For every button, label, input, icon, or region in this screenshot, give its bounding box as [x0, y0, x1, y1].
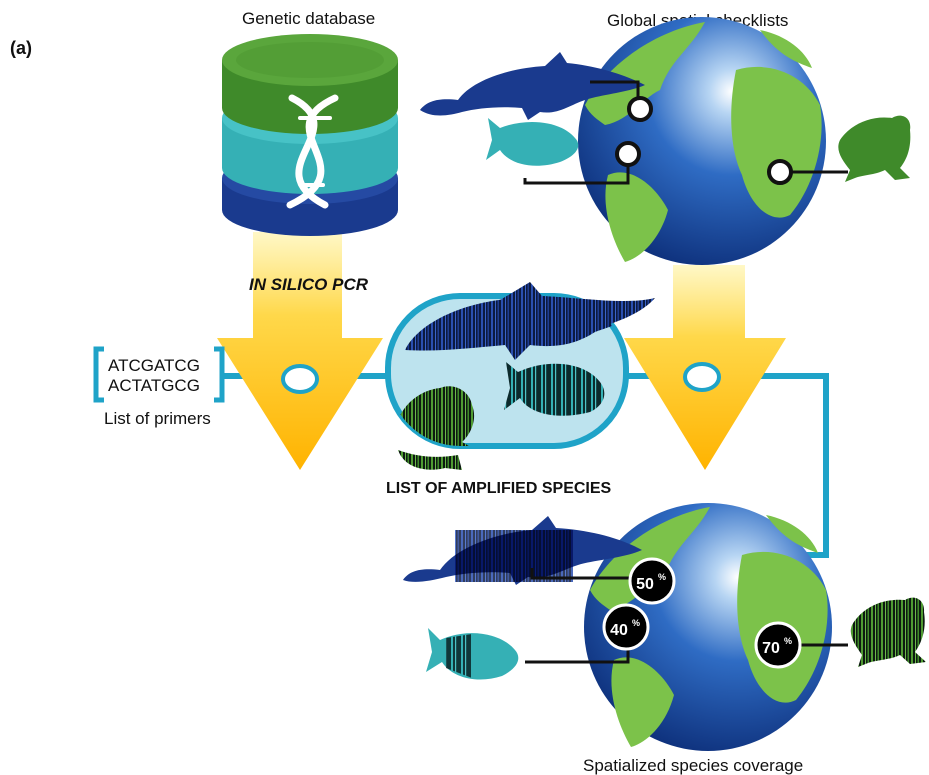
location-marker: [767, 159, 793, 185]
coverage-unit: %: [658, 572, 666, 582]
location-marker: [615, 141, 641, 167]
frog-icon: [398, 450, 462, 470]
genetic-database-label: Genetic database: [242, 9, 375, 28]
coverage-value-frog: 70: [762, 640, 780, 657]
database-icon: [222, 34, 398, 236]
dolphin-icon: [420, 52, 645, 120]
fish-icon: [504, 362, 605, 416]
list-of-primers-label: List of primers: [104, 409, 211, 428]
coverage-value-fish: 40: [610, 622, 628, 639]
fish-icon: [486, 118, 579, 166]
dna-icon: [286, 94, 339, 209]
fish-icon: [426, 628, 519, 680]
spatialized-coverage-label: Spatialized species coverage: [583, 756, 803, 775]
panel-label: (a): [10, 38, 32, 58]
coverage-unit: %: [632, 618, 640, 628]
coverage-unit: %: [784, 636, 792, 646]
funnel-arrow-icon: [624, 265, 786, 470]
in-silico-pcr-label: IN SILICO PCR: [249, 275, 369, 294]
primer-bracket: [93, 346, 225, 403]
dolphin-icon: [403, 516, 642, 585]
funnel-arrow-icon: [217, 232, 383, 470]
frog-icon: [850, 597, 926, 667]
location-marker: [627, 96, 653, 122]
coverage-badge-fish: 40 %: [602, 603, 650, 651]
dolphin-icon: [500, 282, 655, 328]
amplified-species-label: LIST OF AMPLIFIED SPECIES: [386, 480, 612, 497]
primer-sequence-1: ATCGATCG: [108, 356, 200, 375]
globe-icon: [578, 17, 826, 265]
primer-sequence-2: ACTATGCG: [108, 376, 200, 395]
coverage-value-dolphin: 50: [636, 576, 654, 593]
coverage-badge-dolphin: 50 %: [628, 557, 676, 605]
amplified-species-lens: [385, 282, 655, 470]
frog-icon: [838, 115, 911, 182]
coverage-badge-frog: 70 %: [754, 621, 802, 669]
